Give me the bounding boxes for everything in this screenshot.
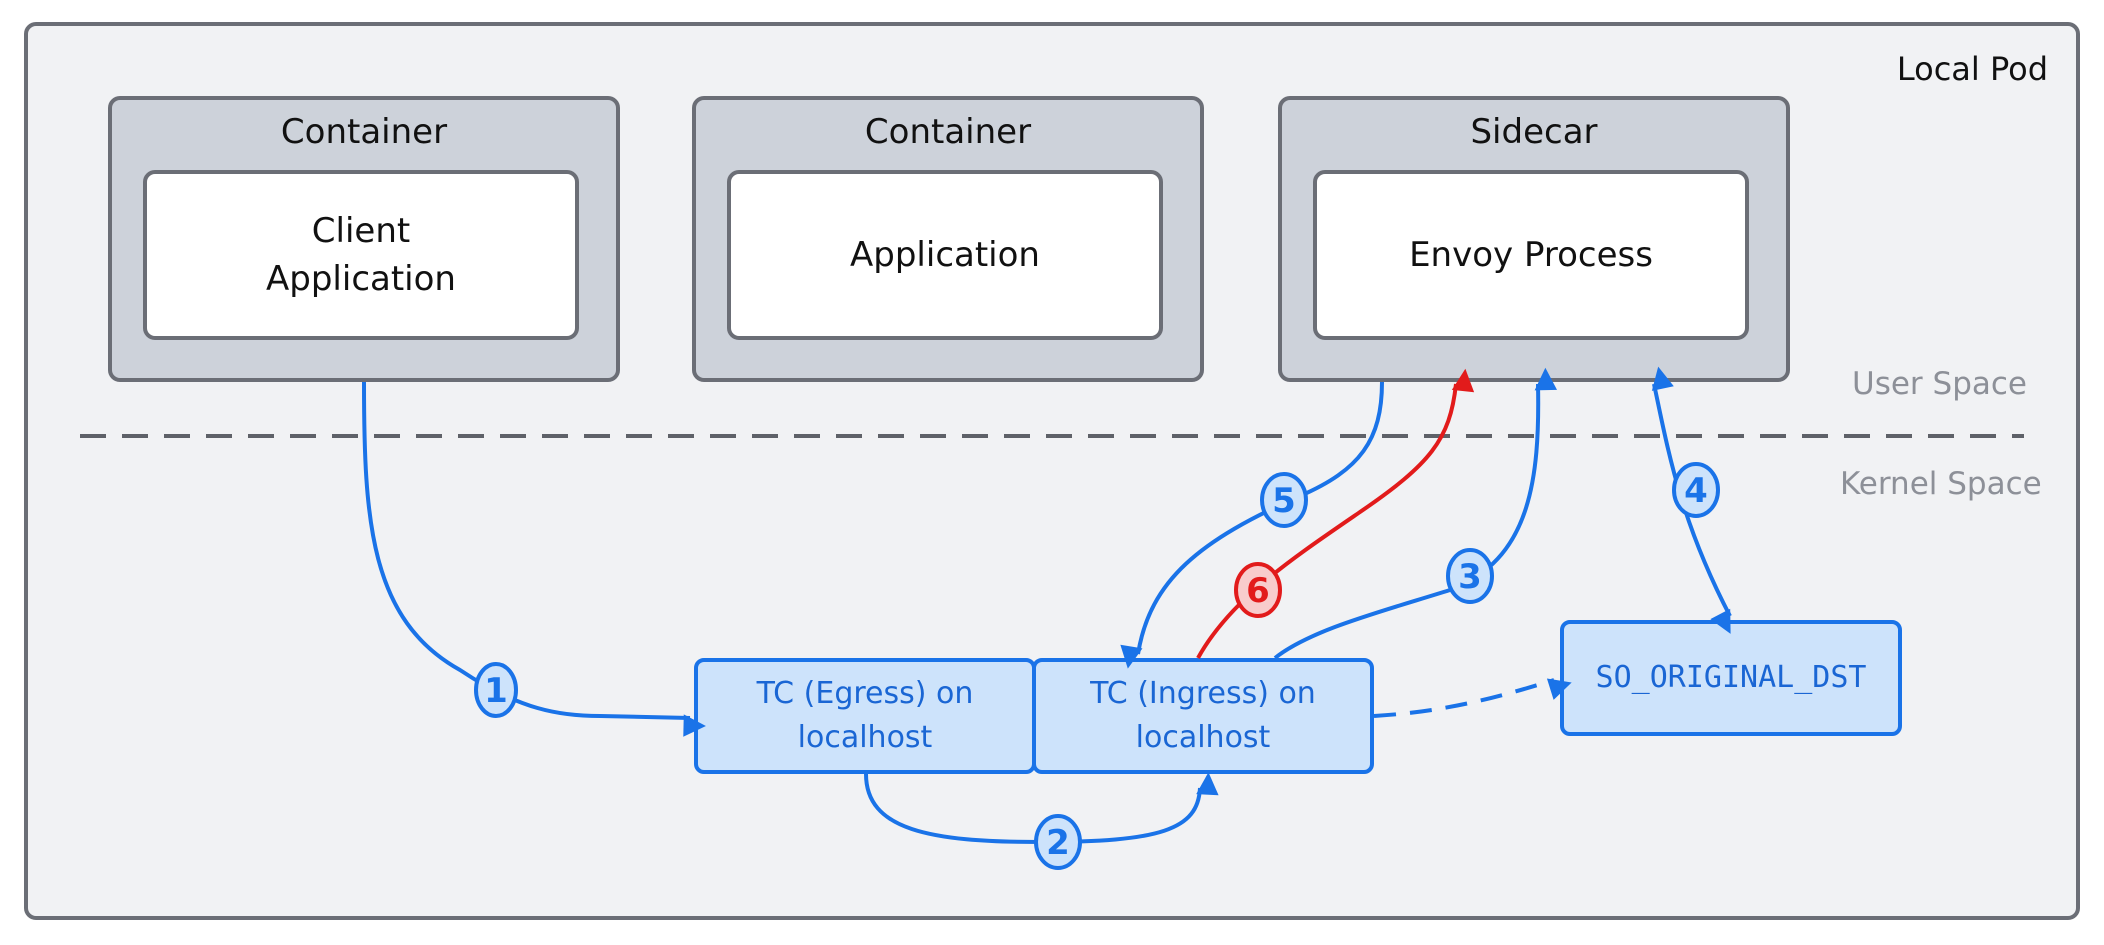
flow-arrow-6 bbox=[1196, 368, 1475, 659]
flow-arrow-2 bbox=[864, 772, 1219, 845]
svg-text:5: 5 bbox=[1272, 481, 1296, 521]
flow-arrow-3 bbox=[1273, 367, 1558, 660]
user-space-label: User Space bbox=[1852, 366, 2027, 402]
svg-text:4: 4 bbox=[1684, 471, 1708, 511]
so-original-dst-box: SO_ORIGINAL_DST bbox=[1560, 620, 1902, 736]
container-title: Container bbox=[864, 112, 1032, 152]
step-badge-1: 1 bbox=[474, 662, 518, 718]
dashed-lookup-arrow bbox=[1373, 678, 1572, 718]
envoy-process-box: Envoy Process bbox=[1313, 170, 1749, 340]
kernel-space-label: Kernel Space bbox=[1840, 466, 2042, 502]
svg-text:3: 3 bbox=[1458, 557, 1482, 597]
svg-text:1: 1 bbox=[484, 671, 508, 711]
flow-arrow-1 bbox=[362, 381, 706, 737]
sidecar-title: Sidecar bbox=[1470, 112, 1598, 152]
local-pod-label: Local Pod bbox=[1896, 50, 2048, 88]
step-badge-2: 2 bbox=[1034, 814, 1082, 870]
step-badge-3: 3 bbox=[1446, 548, 1494, 604]
step-badge-6: 6 bbox=[1234, 562, 1282, 618]
client-application-box: Client Application bbox=[143, 170, 579, 340]
svg-text:2: 2 bbox=[1046, 823, 1070, 863]
tc-ingress-box: TC (Ingress) on localhost bbox=[1032, 658, 1374, 774]
tc-egress-box: TC (Egress) on localhost bbox=[694, 658, 1036, 774]
step-badge-5: 5 bbox=[1260, 472, 1308, 528]
svg-text:6: 6 bbox=[1246, 571, 1270, 611]
step-badge-4: 4 bbox=[1672, 462, 1720, 518]
application-box: Application bbox=[727, 170, 1163, 340]
container-title: Container bbox=[280, 112, 448, 152]
